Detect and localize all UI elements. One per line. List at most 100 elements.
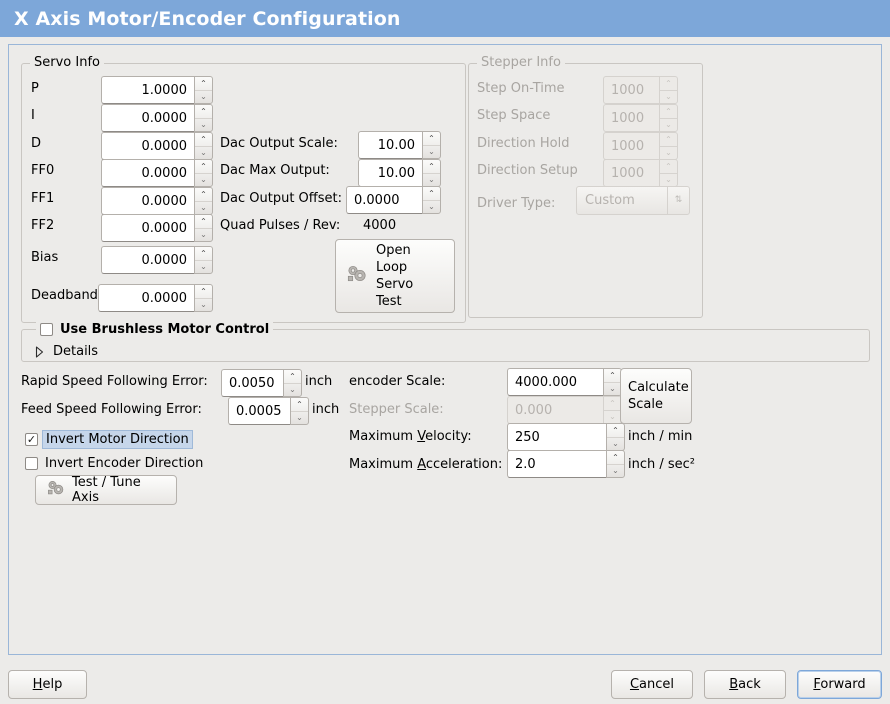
servo-input-i-value[interactable]: 0.0000 — [101, 104, 194, 132]
spin-down-icon[interactable]: ⌄ — [195, 260, 212, 273]
spin-down-icon[interactable]: ⌄ — [423, 200, 440, 213]
servo-input-p-value[interactable]: 1.0000 — [101, 76, 194, 104]
spin-down-icon[interactable]: ⌄ — [195, 118, 212, 131]
calculate-scale-button[interactable]: Calculate Scale — [620, 368, 692, 424]
spin-up-icon[interactable]: ⌃ — [296, 399, 303, 409]
help-button[interactable]: Help — [8, 670, 87, 699]
servo-input-deadband-spinners[interactable]: ⌃ ⌄ — [194, 284, 213, 312]
spin-up-icon[interactable]: ⌃ — [200, 216, 207, 226]
dac-max-output-input[interactable]: 10.00 ⌃ ⌄ — [358, 159, 441, 187]
use-brushless-motor-checkbox[interactable]: Use Brushless Motor Control — [36, 322, 274, 337]
servo-input-ff1-spinners[interactable]: ⌃ ⌄ — [194, 187, 213, 215]
maximum-velocity-input[interactable]: 250 ⌃ ⌄ — [507, 423, 625, 451]
spin-down-icon[interactable]: ⌄ — [195, 173, 212, 186]
spin-up-icon[interactable]: ⌃ — [200, 189, 207, 199]
spin-up-icon[interactable]: ⌃ — [289, 371, 296, 381]
checkbox-box[interactable] — [25, 457, 38, 470]
servo-input-bias-spinners[interactable]: ⌃ ⌄ — [194, 246, 213, 274]
details-expander[interactable]: Details — [35, 344, 98, 359]
quad-pulses-value: 4000 — [363, 218, 397, 233]
spin-up-icon[interactable]: ⌃ — [612, 425, 619, 435]
spin-down-icon[interactable]: ⌄ — [607, 437, 624, 450]
forward-button[interactable]: Forward — [797, 670, 882, 699]
servo-input-deadband[interactable]: 0.0000 ⌃ ⌄ — [98, 284, 213, 312]
maximum-velocity-spinners[interactable]: ⌃ ⌄ — [606, 423, 625, 451]
servo-input-ff1-value[interactable]: 0.0000 — [101, 187, 194, 215]
dac-max-output-spinners[interactable]: ⌃ ⌄ — [422, 159, 441, 187]
help-label-mnemonic: H — [32, 677, 43, 692]
spin-down-icon[interactable]: ⌄ — [423, 173, 440, 186]
rapid-following-error-spinners[interactable]: ⌃ ⌄ — [283, 369, 302, 397]
spin-up-icon[interactable]: ⌃ — [200, 78, 207, 88]
back-button[interactable]: Back — [704, 670, 786, 699]
spin-down-icon[interactable]: ⌄ — [195, 298, 212, 311]
open-loop-servo-test-button[interactable]: Open Loop Servo Test — [335, 239, 455, 313]
spin-down-icon[interactable]: ⌄ — [195, 146, 212, 159]
dac-output-offset-input[interactable]: 0.0000 ⌃ ⌄ — [346, 186, 441, 214]
servo-input-ff2-value[interactable]: 0.0000 — [101, 214, 194, 242]
spin-up-icon[interactable]: ⌃ — [612, 452, 619, 462]
servo-input-deadband-value[interactable]: 0.0000 — [98, 284, 194, 312]
servo-input-d-spinners[interactable]: ⌃ ⌄ — [194, 132, 213, 160]
servo-input-ff2[interactable]: 0.0000 ⌃ ⌄ — [101, 214, 213, 242]
feed-following-error-value[interactable]: 0.0005 — [228, 397, 290, 425]
spin-down-icon[interactable]: ⌄ — [195, 201, 212, 214]
step-space-value: 1000 — [603, 104, 659, 132]
dac-output-offset-spinners[interactable]: ⌃ ⌄ — [422, 186, 441, 214]
maximum-acceleration-spinners[interactable]: ⌃ ⌄ — [606, 450, 625, 478]
invert-encoder-direction-checkbox[interactable]: Invert Encoder Direction — [25, 456, 203, 471]
maximum-acceleration-input[interactable]: 2.0 ⌃ ⌄ — [507, 450, 625, 478]
servo-input-ff0[interactable]: 0.0000 ⌃ ⌄ — [101, 159, 213, 187]
servo-input-d-value[interactable]: 0.0000 — [101, 132, 194, 160]
spin-up-icon[interactable]: ⌃ — [609, 370, 616, 380]
servo-input-d[interactable]: 0.0000 ⌃ ⌄ — [101, 132, 213, 160]
spin-up-icon[interactable]: ⌃ — [200, 106, 207, 116]
encoder-scale-input[interactable]: 4000.000 ⌃ ⌄ — [507, 368, 622, 396]
servo-label-ff2: FF2 — [31, 218, 55, 233]
dac-output-scale-value[interactable]: 10.00 — [358, 131, 422, 159]
servo-input-bias[interactable]: 0.0000 ⌃ ⌄ — [101, 246, 213, 274]
servo-label-p: P — [31, 81, 39, 96]
dac-output-offset-value[interactable]: 0.0000 — [346, 186, 422, 214]
servo-input-ff0-value[interactable]: 0.0000 — [101, 159, 194, 187]
servo-input-i-spinners[interactable]: ⌃ ⌄ — [194, 104, 213, 132]
dac-max-output-value[interactable]: 10.00 — [358, 159, 422, 187]
spin-down-icon[interactable]: ⌄ — [423, 145, 440, 158]
spin-up-icon[interactable]: ⌃ — [200, 161, 207, 171]
spin-up-icon[interactable]: ⌃ — [428, 188, 435, 198]
spin-down-icon[interactable]: ⌄ — [604, 382, 621, 395]
servo-input-p[interactable]: 1.0000 ⌃ ⌄ — [101, 76, 213, 104]
spin-up-icon[interactable]: ⌃ — [428, 133, 435, 143]
test-tune-axis-button[interactable]: Test / Tune Axis — [35, 475, 177, 505]
servo-input-ff2-spinners[interactable]: ⌃ ⌄ — [194, 214, 213, 242]
cancel-button[interactable]: Cancel — [611, 670, 693, 699]
spin-up-icon[interactable]: ⌃ — [200, 286, 207, 296]
servo-input-bias-value[interactable]: 0.0000 — [101, 246, 194, 274]
feed-following-error-input[interactable]: 0.0005 ⌃ ⌄ — [228, 397, 309, 425]
spin-down-icon[interactable]: ⌄ — [195, 228, 212, 241]
servo-input-ff1[interactable]: 0.0000 ⌃ ⌄ — [101, 187, 213, 215]
chevron-right-icon[interactable] — [35, 345, 44, 358]
servo-input-i[interactable]: 0.0000 ⌃ ⌄ — [101, 104, 213, 132]
dac-output-scale-input[interactable]: 10.00 ⌃ ⌄ — [358, 131, 441, 159]
rapid-following-error-value[interactable]: 0.0050 — [221, 369, 283, 397]
spin-down-icon[interactable]: ⌄ — [607, 464, 624, 477]
checkbox-box[interactable]: ✓ — [25, 433, 38, 446]
invert-motor-direction-checkbox[interactable]: ✓ Invert Motor Direction — [25, 430, 193, 449]
servo-input-p-spinners[interactable]: ⌃ ⌄ — [194, 76, 213, 104]
rapid-following-error-input[interactable]: 0.0050 ⌃ ⌄ — [221, 369, 302, 397]
spin-up-icon[interactable]: ⌃ — [428, 161, 435, 171]
spin-down-icon[interactable]: ⌄ — [291, 411, 308, 424]
main-content-panel: Servo Info P I D FF0 FF1 FF2 Bias Deadba… — [8, 44, 882, 655]
dac-output-scale-spinners[interactable]: ⌃ ⌄ — [422, 131, 441, 159]
spin-up-icon[interactable]: ⌃ — [200, 248, 207, 258]
checkbox-box[interactable] — [40, 323, 53, 336]
spin-down-icon[interactable]: ⌄ — [284, 383, 301, 396]
spin-down-icon[interactable]: ⌄ — [195, 90, 212, 103]
servo-input-ff0-spinners[interactable]: ⌃ ⌄ — [194, 159, 213, 187]
feed-following-error-spinners[interactable]: ⌃ ⌄ — [290, 397, 309, 425]
spin-up-icon[interactable]: ⌃ — [200, 134, 207, 144]
maximum-acceleration-value[interactable]: 2.0 — [507, 450, 606, 478]
maximum-velocity-value[interactable]: 250 — [507, 423, 606, 451]
encoder-scale-value[interactable]: 4000.000 — [507, 368, 603, 396]
